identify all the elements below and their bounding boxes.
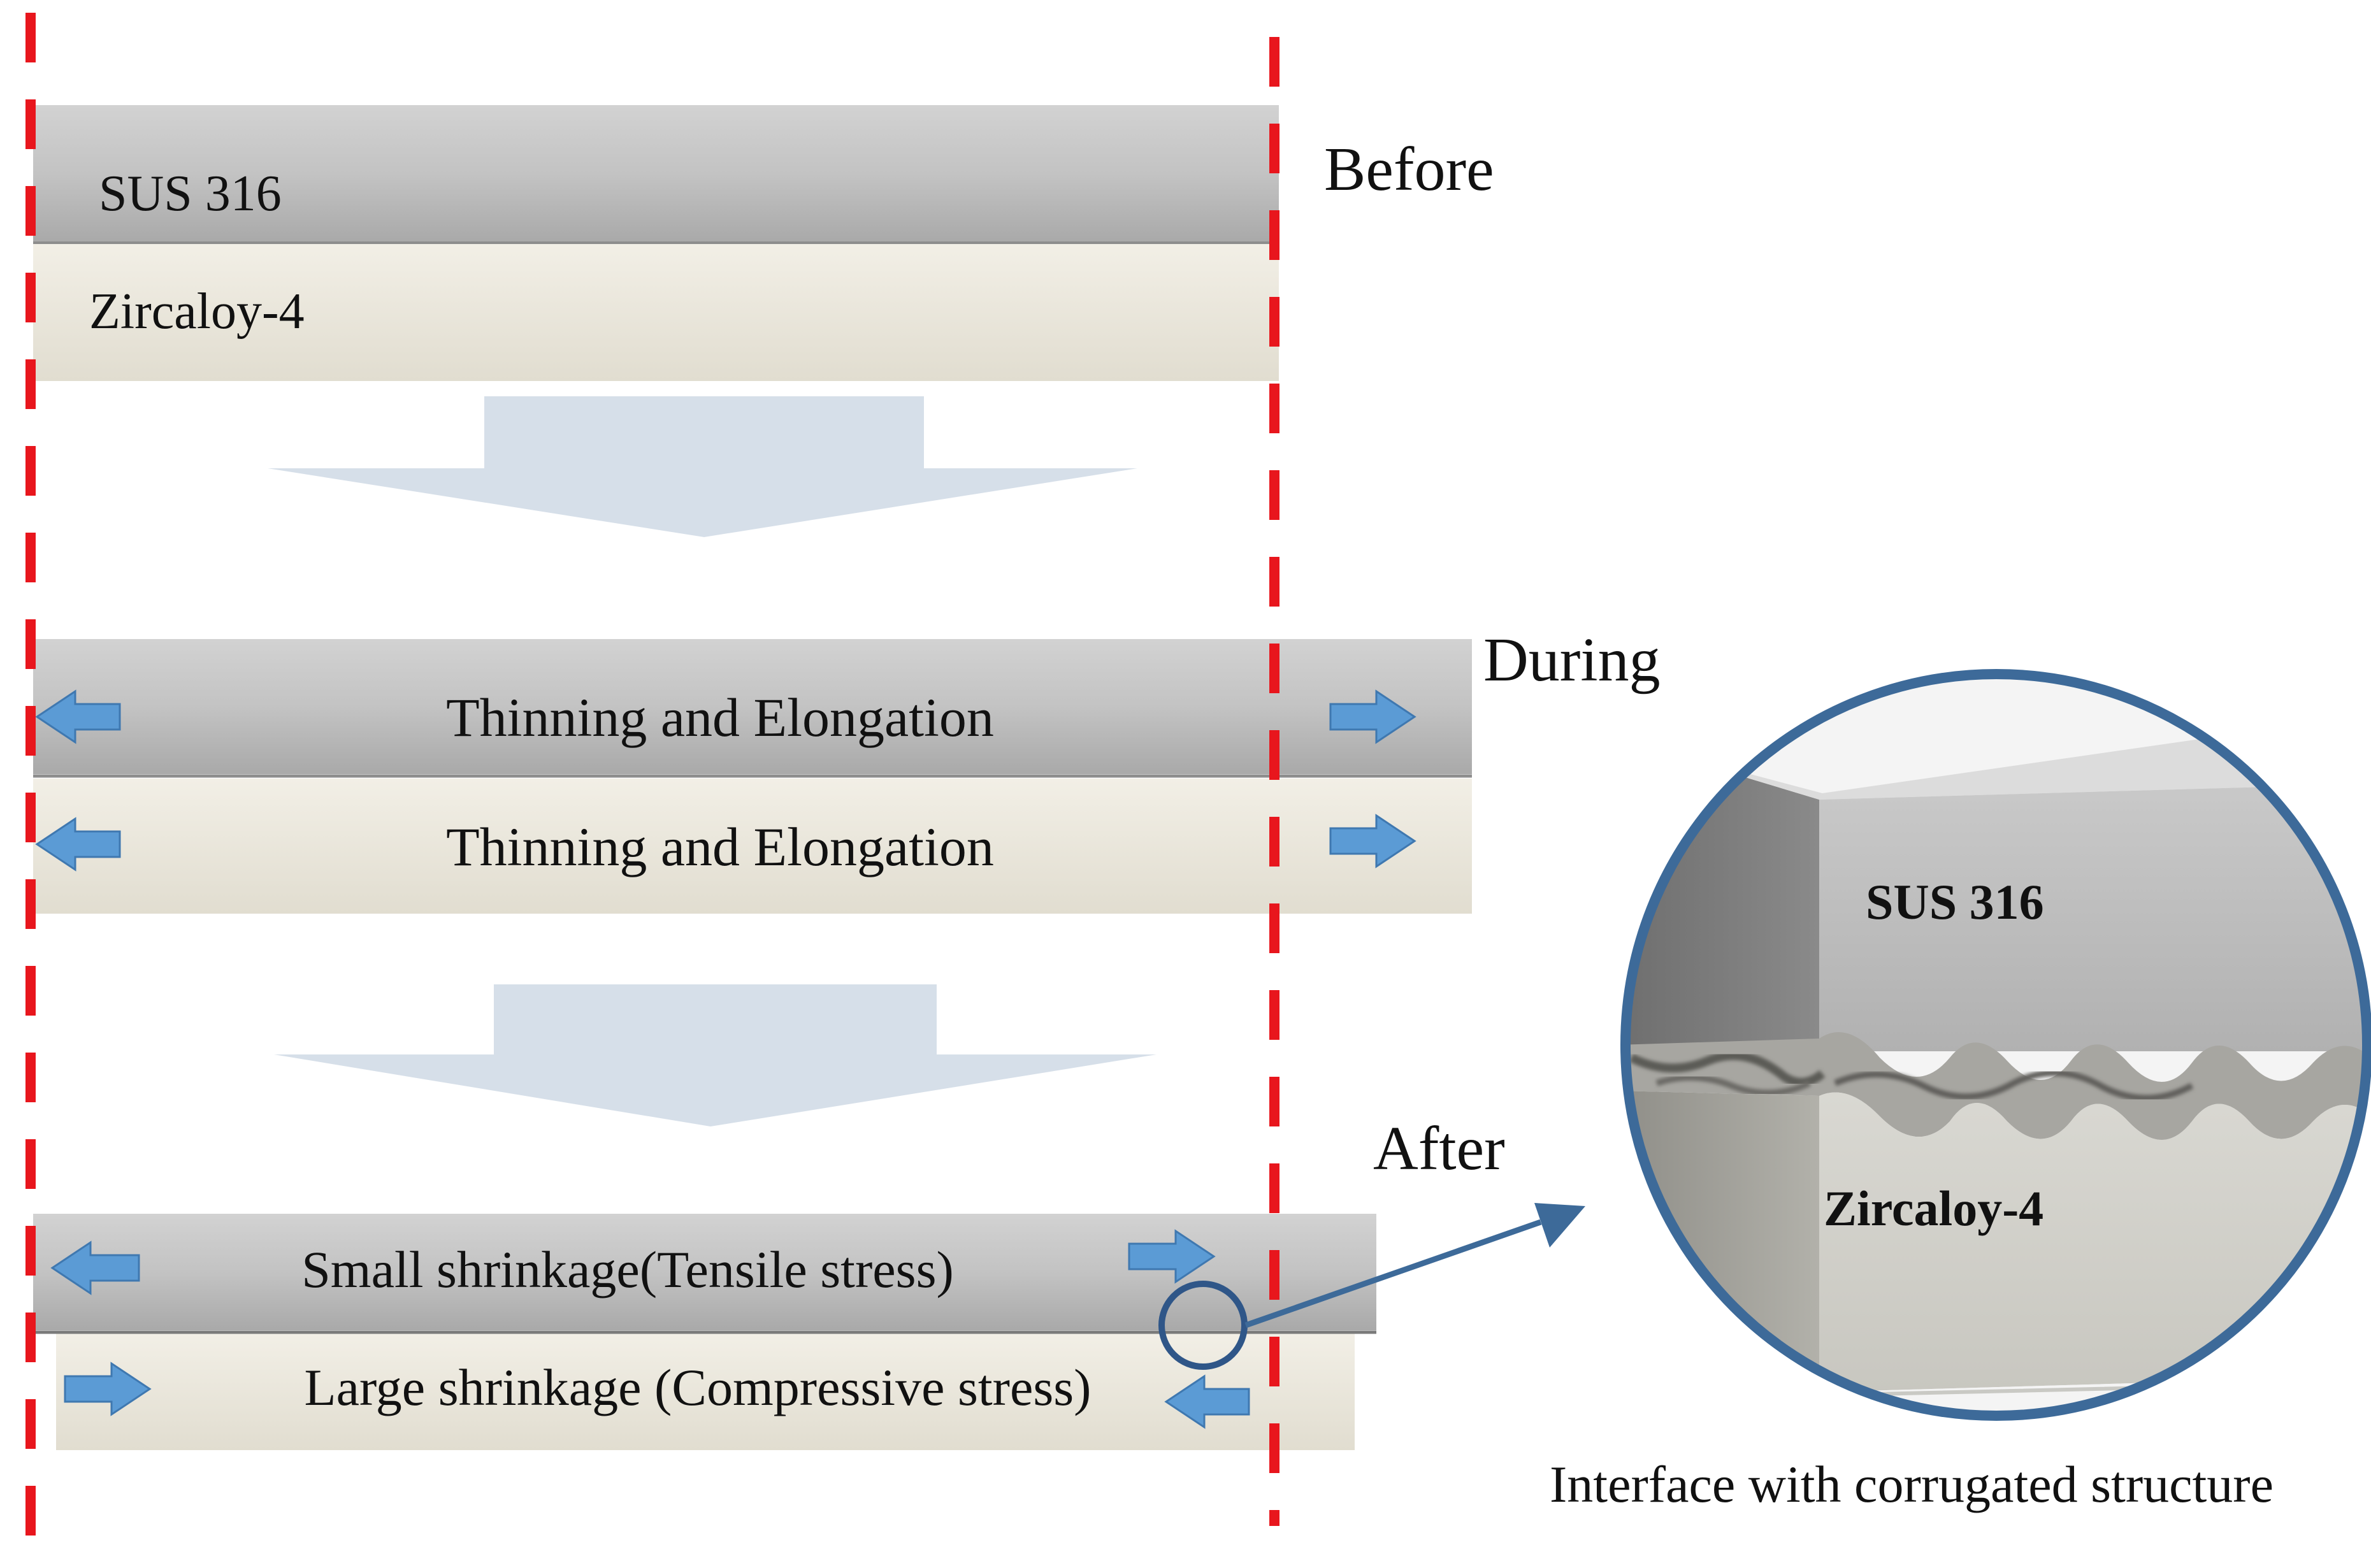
interface-inset: SUS 316 Zircaloy-4 Interface with corrug… (1550, 669, 2371, 1513)
process-arrow-down-2 (274, 984, 1157, 1126)
before-stage: SUS 316 Zircaloy-4 Before (33, 105, 1494, 381)
zoom-connector-line (1244, 1219, 1542, 1328)
during-sus316-layer (33, 639, 1472, 774)
after-stage-label: After (1373, 1114, 1505, 1183)
before-stage-label: Before (1324, 135, 1494, 204)
before-sus316-label: SUS 316 (99, 166, 282, 222)
during-stage: Thinning and Elongation Thinning and Elo… (33, 626, 1661, 914)
after-top-text: Small shrinkage(Tensile stress) (301, 1241, 954, 1298)
inset-zircaloy-label: Zircaloy-4 (1824, 1181, 2043, 1236)
during-top-left-arrow-icon (35, 689, 121, 744)
after-bottom-text: Large shrinkage (Compressive stress) (304, 1358, 1091, 1416)
during-bottom-right-arrow-icon (1329, 814, 1416, 868)
after-bottom-left-arrow-icon (64, 1362, 152, 1416)
after-sus316-layer (33, 1214, 1376, 1330)
interface-zoom-marker (1158, 1281, 1248, 1370)
after-top-left-arrow-icon (50, 1241, 140, 1295)
before-sus316-layer (33, 105, 1279, 242)
during-stage-label: During (1483, 626, 1661, 694)
during-bottom-left-arrow-icon (35, 817, 121, 872)
before-zircaloy-layer (33, 244, 1279, 381)
inset-caption: Interface with corrugated structure (1550, 1455, 2274, 1513)
inset-sus316-front (1819, 784, 2367, 1051)
after-bottom-right-arrow-icon (1164, 1374, 1250, 1429)
during-bottom-text: Thinning and Elongation (446, 816, 994, 877)
before-zircaloy-label: Zircaloy-4 (89, 284, 305, 340)
zoom-connector-arrowhead-icon (1534, 1203, 1585, 1248)
during-top-text: Thinning and Elongation (446, 687, 994, 748)
inset-sus316-label: SUS 316 (1866, 874, 2044, 930)
process-arrow-down-1 (268, 396, 1137, 537)
inset-sus316-top (1625, 714, 2367, 800)
after-zircaloy-layer (56, 1334, 1355, 1450)
inset-zircaloy-front (1819, 1092, 2367, 1392)
during-top-right-arrow-icon (1329, 689, 1416, 744)
inset-ring (1620, 669, 2371, 1421)
after-top-right-arrow-icon (1128, 1229, 1216, 1284)
inset-corrugated-interface (1625, 1032, 2367, 1140)
during-zircaloy-layer (33, 779, 1472, 914)
after-stage: Small shrinkage(Tensile stress) Large sh… (33, 1114, 1585, 1450)
